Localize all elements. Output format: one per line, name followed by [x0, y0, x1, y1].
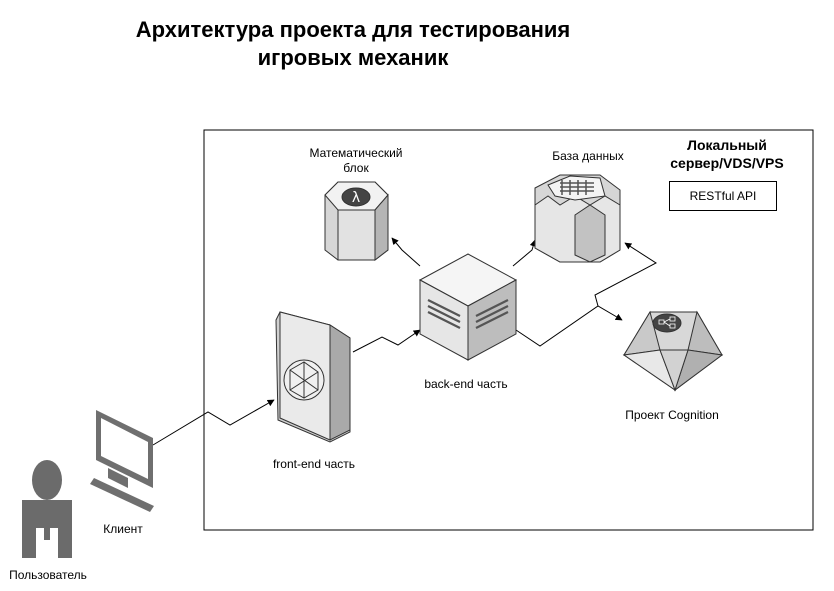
edge-cognition-database — [594, 242, 657, 307]
monitor-icon — [90, 410, 154, 512]
client-label: Клиент — [103, 522, 143, 536]
frontend-label: front-end часть — [272, 457, 356, 471]
edge-backend-cognition — [512, 305, 623, 347]
backend-server-icon — [418, 253, 518, 361]
diagram-title: Архитектура проекта для тестирования игр… — [135, 17, 571, 70]
math-block-icon: λ — [324, 181, 389, 262]
backend-label: back-end часть — [424, 377, 508, 391]
user-label: Пользователь — [9, 568, 87, 582]
math-block-label: Математический блок — [309, 146, 403, 175]
edge-frontend-backend — [352, 329, 421, 353]
user-icon — [22, 460, 72, 558]
svg-text:λ: λ — [352, 190, 360, 206]
frontend-server-icon — [275, 311, 351, 443]
edge-client-frontend — [152, 399, 275, 446]
database-icon — [534, 174, 621, 263]
server-title: Локальный сервер/VDS/VPS — [670, 137, 784, 171]
cognition-icon — [622, 310, 724, 392]
edge-backend-database — [512, 239, 537, 267]
restful-api-box: RESTful API — [669, 181, 777, 211]
edge-backend-math — [391, 237, 421, 267]
server-boundary — [203, 129, 814, 531]
cognition-label: Проект Cognition — [625, 408, 719, 422]
database-label: База данных — [552, 149, 624, 163]
